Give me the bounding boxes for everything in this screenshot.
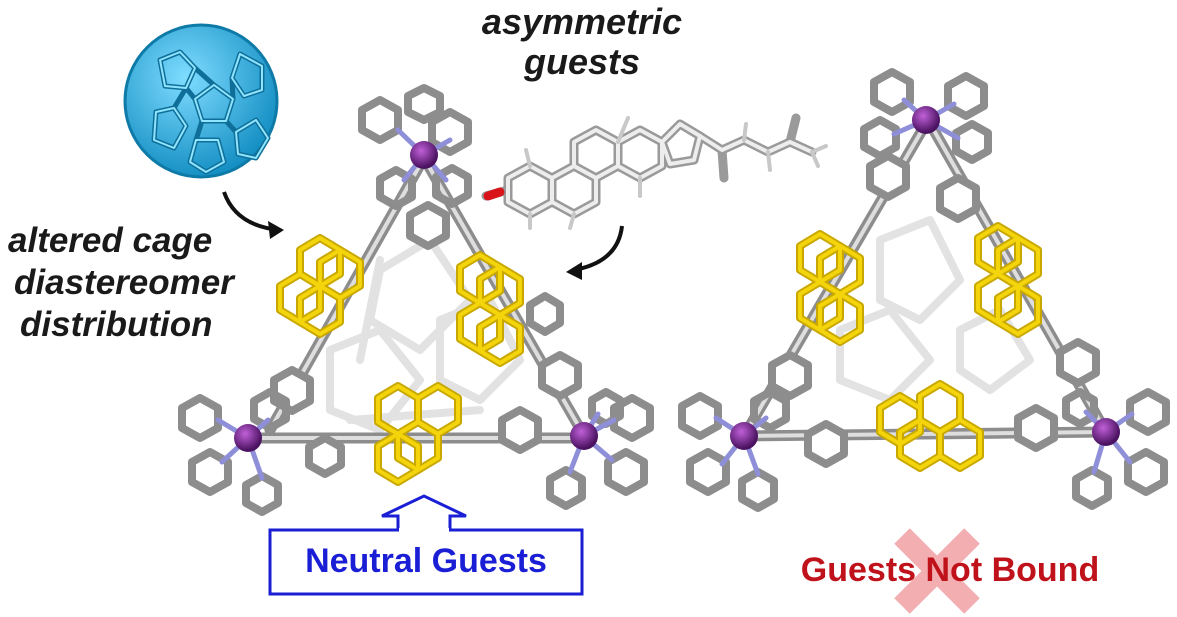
- altered-distribution-label: altered cage diastereomer distribution: [8, 220, 234, 346]
- metal-center-icon: [178, 388, 290, 516]
- left-cage: [178, 84, 654, 516]
- asymmetric-label-line2: guests: [523, 41, 641, 82]
- fullerene-icon: [123, 23, 279, 179]
- steroid-guest-icon: [481, 113, 828, 230]
- altered-label-line1: altered cage: [8, 221, 213, 260]
- curved-arrow-icon: [222, 191, 284, 239]
- metal-center-icon: [1062, 388, 1170, 510]
- asymmetric-guests-label: asymmetric guests: [452, 2, 712, 82]
- cross-mark-icon: [894, 528, 980, 614]
- curved-arrow-icon: [566, 225, 624, 280]
- guests-not-bound-label: Guests Not Bound: [800, 551, 1100, 589]
- altered-label-line3: distribution: [20, 305, 213, 344]
- up-arrow-icon: [381, 494, 467, 532]
- altered-label-line2: diastereomer: [14, 263, 234, 302]
- right-cage: [678, 68, 1170, 512]
- metal-center-icon: [678, 388, 790, 512]
- asymmetric-label-line1: asymmetric: [481, 1, 683, 42]
- metal-center-icon: [546, 388, 654, 510]
- neutral-guests-label: Neutral Guests: [305, 542, 547, 580]
- metal-center-icon: [860, 68, 992, 164]
- metal-center-icon: [358, 84, 472, 210]
